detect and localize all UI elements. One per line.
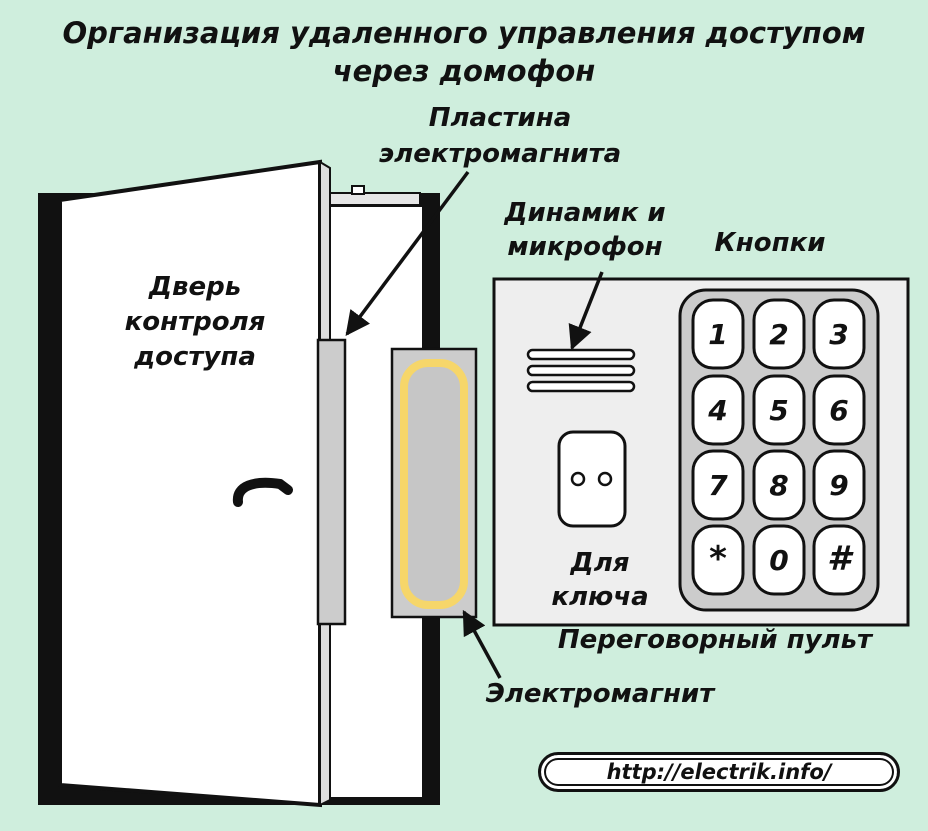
electromagnet bbox=[390, 347, 478, 619]
keypad-key-label: * bbox=[709, 539, 727, 579]
keypad: 1 2 3 4 5 6 7 8 9 * 0 # bbox=[678, 288, 880, 612]
magnet-coil bbox=[400, 359, 468, 609]
keypad-key-label: 1 bbox=[708, 318, 727, 351]
door-leaf bbox=[58, 159, 331, 808]
label-buttons: Кнопки bbox=[714, 228, 826, 258]
arrow-speaker bbox=[568, 271, 604, 351]
keypad-key-8[interactable]: 8 bbox=[752, 449, 806, 521]
keypad-key-label: 2 bbox=[769, 318, 788, 351]
keypad-key-7[interactable]: 7 bbox=[691, 449, 745, 521]
key-reader-icon bbox=[557, 430, 627, 528]
diagram-title: Организация удаленного управления доступ… bbox=[62, 16, 866, 88]
keypad-key-label: # bbox=[827, 539, 854, 579]
magnet-plate bbox=[316, 338, 347, 626]
keypad-key-2[interactable]: 2 bbox=[752, 298, 806, 370]
keypad-key-star[interactable]: * bbox=[691, 524, 745, 596]
source-url-badge[interactable]: http://electrik.info/ bbox=[538, 752, 900, 792]
door-handle-icon bbox=[232, 477, 293, 507]
label-intercom-panel: Переговорный пульт bbox=[557, 625, 873, 655]
keypad-key-hash[interactable]: # bbox=[812, 524, 866, 596]
keypad-key-5[interactable]: 5 bbox=[752, 374, 806, 446]
keypad-key-label: 7 bbox=[708, 469, 728, 502]
speaker-grille-icon bbox=[526, 348, 636, 393]
keypad-key-label: 4 bbox=[707, 394, 727, 427]
source-url[interactable]: http://electrik.info/ bbox=[606, 760, 832, 784]
label-electromagnet: Электромагнит bbox=[485, 679, 715, 709]
keypad-key-4[interactable]: 4 bbox=[691, 374, 745, 446]
keypad-key-9[interactable]: 9 bbox=[812, 449, 866, 521]
keypad-key-3[interactable]: 3 bbox=[812, 298, 866, 370]
keypad-key-0[interactable]: 0 bbox=[752, 524, 806, 596]
keypad-key-6[interactable]: 6 bbox=[812, 374, 866, 446]
keypad-key-label: 6 bbox=[829, 394, 848, 427]
keypad-key-label: 5 bbox=[769, 394, 788, 427]
arrow-magnet bbox=[462, 609, 502, 679]
keypad-key-label: 9 bbox=[829, 469, 848, 502]
keypad-key-label: 3 bbox=[829, 318, 848, 351]
arrow-plate bbox=[345, 170, 470, 336]
keypad-key-label: 8 bbox=[769, 469, 788, 502]
keypad-key-1[interactable]: 1 bbox=[691, 298, 745, 370]
keypad-key-label: 0 bbox=[769, 544, 788, 577]
